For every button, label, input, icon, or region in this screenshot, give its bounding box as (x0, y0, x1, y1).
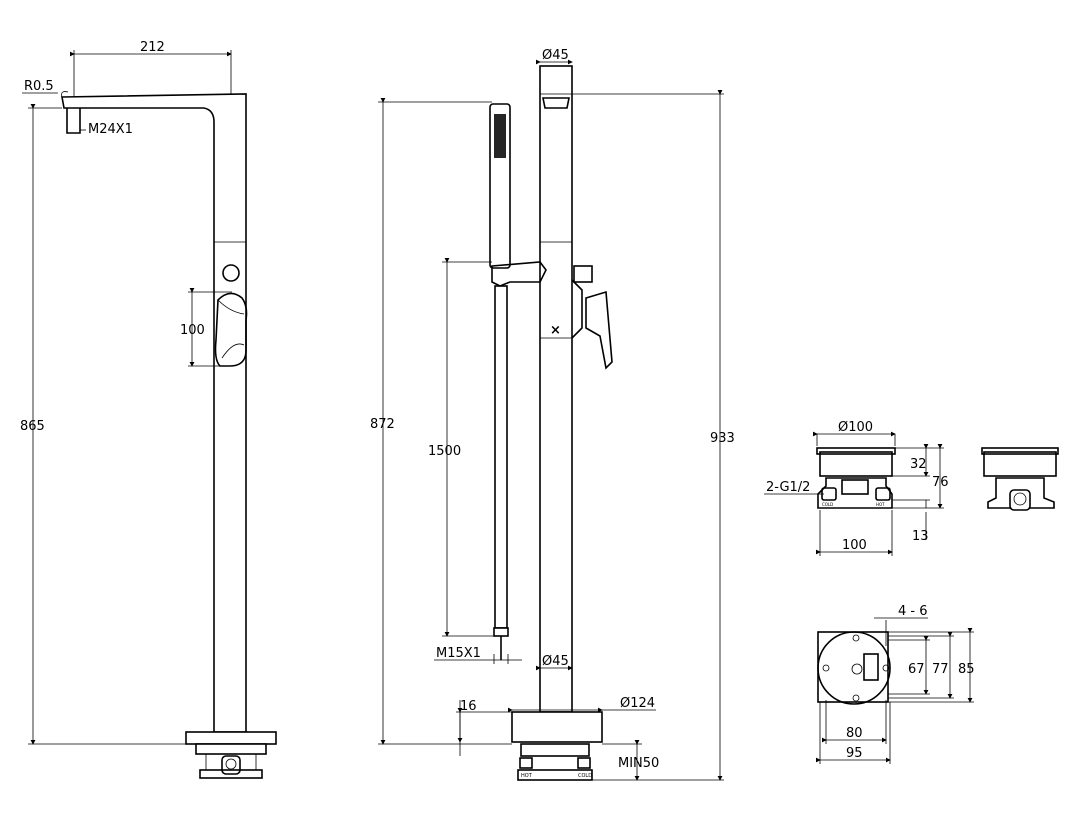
box-cold-mark: COLD (822, 502, 833, 507)
box-d1-label: 67 (908, 662, 925, 677)
front-rail-height-label: 872 (370, 417, 395, 432)
box-d3-label: 85 (958, 662, 975, 677)
box-hot-mark: HOT (876, 502, 885, 507)
front-rail-length-label: 1500 (428, 444, 461, 459)
front-hot-mark: HOT (521, 773, 533, 779)
front-top-dia-label: Ø45 (542, 48, 569, 63)
side-view: 212 R0.5 M24X1 865 100 (20, 40, 277, 779)
box-side-view: COLD HOT Ø100 32 76 13 2-G1/2 100 (764, 420, 949, 556)
front-lever (585, 290, 613, 370)
box-h3-label: 13 (912, 529, 929, 544)
side-knob-icon (222, 264, 240, 282)
front-cold-mark: COLD (578, 773, 592, 779)
front-install-label: MIN50 (618, 756, 659, 771)
box-dia-label: Ø100 (838, 420, 873, 435)
side-handle (214, 292, 248, 367)
box-plan-view: 4 - 6 67 77 85 80 95 (816, 604, 975, 764)
front-column (539, 65, 573, 713)
spout-aerator (66, 108, 81, 134)
slide-rail (494, 285, 508, 629)
side-radius-label: R0.5 (24, 79, 54, 94)
front-pipe-dia-label: Ø45 (542, 654, 569, 669)
box-w2-label: 95 (846, 746, 863, 761)
side-height-label: 865 (20, 419, 45, 434)
box-w1-label: 80 (846, 726, 863, 741)
side-spout-outline (61, 93, 247, 733)
front-base-dia-label: Ø124 (620, 696, 655, 711)
box-d2-label: 77 (932, 662, 949, 677)
side-handle-label: 100 (180, 323, 205, 338)
front-base-thick-label: 16 (460, 699, 477, 714)
front-total-height-label: 933 (710, 431, 735, 446)
box-end-view (981, 447, 1059, 511)
side-width-label: 212 (140, 40, 165, 55)
front-view: × HOT COLD Ø45 872 1500 (370, 48, 735, 781)
svg-text:×: × (550, 323, 561, 338)
front-hose-thread-label: M15X1 (436, 646, 481, 661)
box-inlet-label: 2-G1/2 (766, 480, 810, 495)
box-holes-label: 4 - 6 (898, 604, 928, 619)
box-cap (819, 451, 893, 477)
side-thread-label: M24X1 (88, 122, 133, 137)
hand-shower (489, 103, 511, 269)
shower-holder (491, 261, 547, 287)
box-h1-label: 32 (910, 457, 927, 472)
box-h2-label: 76 (932, 475, 949, 490)
front-valve (571, 279, 583, 339)
box-width-label: 100 (842, 538, 867, 553)
radius-mark (61, 91, 69, 98)
box-plan-circle (817, 631, 891, 705)
